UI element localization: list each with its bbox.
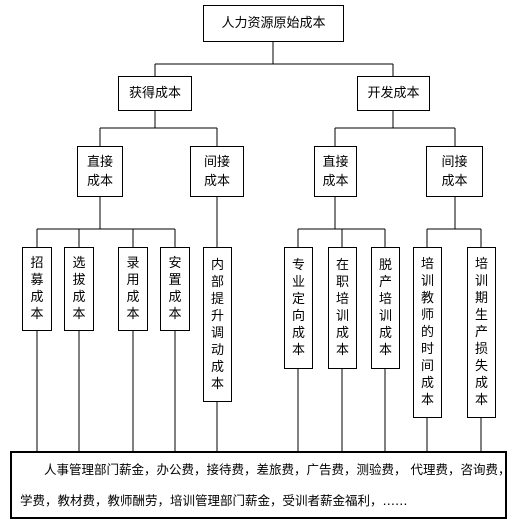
cost-items-line-2: 学费，教材费，教师酬劳，培训管理部门薪金，受训者薪金福利，……: [20, 493, 408, 508]
root-label: 人力资源原始成本: [221, 15, 326, 31]
orientation-cost-label: 专业定向成本: [291, 258, 305, 358]
internal-transfer-cost-label: 内部提升调动成本: [210, 257, 224, 392]
acq-indirect-cost-node: 间接成本: [190, 146, 244, 197]
training-production-loss-label: 培训期生产损失成本: [474, 257, 488, 408]
select-cost-label: 选拔成本: [72, 256, 86, 322]
dev-direct-cost-label: 直接成本: [322, 154, 349, 189]
internal-transfer-cost-node: 内部提升调动成本: [203, 247, 232, 402]
acq-direct-cost-label: 直接成本: [86, 154, 113, 189]
trainer-time-cost-label: 培训教师的时间成本: [420, 257, 434, 408]
cost-items-box: 人事管理部门薪金，办公费，接待费，差旅费，广告费，测验费， 代理费，咨询费， 学…: [10, 451, 511, 519]
hire-cost-label: 录用成本: [126, 256, 140, 322]
on-job-training-cost-label: 在职培训成本: [335, 258, 349, 358]
on-job-training-cost-node: 在职培训成本: [328, 247, 357, 369]
develop-cost-label: 开发成本: [367, 85, 420, 101]
place-cost-node: 安置成本: [160, 247, 190, 331]
dev-indirect-cost-node: 间接成本: [426, 146, 483, 197]
off-job-training-cost-node: 脱产培训成本: [371, 247, 400, 369]
trainer-time-cost-node: 培训教师的时间成本: [413, 247, 442, 418]
recruit-cost-label: 招募成本: [30, 256, 44, 322]
cost-items-line-1: 人事管理部门薪金，办公费，接待费，差旅费，广告费，测验费， 代理费，咨询费，: [44, 462, 511, 477]
orientation-cost-node: 专业定向成本: [284, 247, 313, 369]
root-node: 人力资源原始成本: [203, 5, 344, 42]
develop-cost-node: 开发成本: [357, 76, 430, 111]
acquire-cost-label: 获得成本: [128, 85, 181, 101]
off-job-training-cost-label: 脱产培训成本: [378, 258, 392, 358]
training-production-loss-node: 培训期生产损失成本: [467, 247, 496, 418]
acq-indirect-cost-label: 间接成本: [203, 154, 230, 189]
dev-indirect-cost-label: 间接成本: [441, 154, 468, 189]
recruit-cost-node: 招募成本: [22, 247, 52, 331]
hire-cost-node: 录用成本: [118, 247, 148, 331]
acquire-cost-node: 获得成本: [118, 76, 192, 111]
select-cost-node: 选拔成本: [64, 247, 94, 331]
dev-direct-cost-node: 直接成本: [314, 146, 357, 197]
place-cost-label: 安置成本: [168, 256, 182, 322]
acq-direct-cost-node: 直接成本: [77, 146, 123, 197]
